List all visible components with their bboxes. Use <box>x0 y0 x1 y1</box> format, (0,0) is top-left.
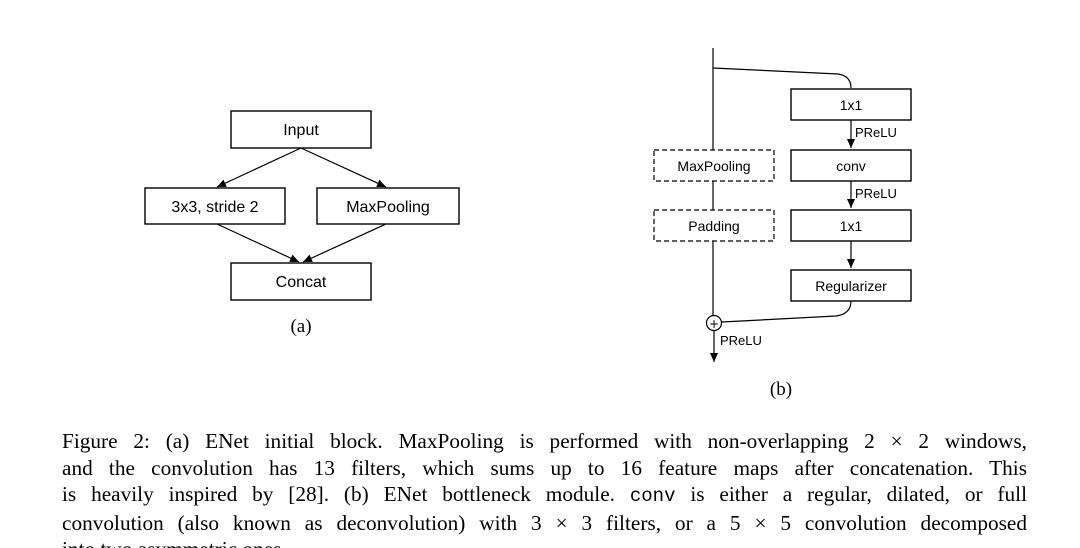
maxpooling-node-label: MaxPooling <box>346 199 430 216</box>
input-node-label: Input <box>283 122 319 139</box>
figure-a-initial-block: Input 3x3, stride 2 MaxPooling Concat (a… <box>144 110 460 337</box>
caption-line-2: and the convolution has 13 filters, whic… <box>62 455 1027 480</box>
extension-merge-line <box>721 300 852 323</box>
caption-line-3a: is heavily inspired by [28]. (b) ENet bo… <box>62 482 630 507</box>
arrow-input-to-maxpooling <box>300 147 387 188</box>
sum-node: + <box>705 314 723 332</box>
figure-a-sublabel: (a) <box>290 316 311 337</box>
arrow-input-to-conv <box>216 147 302 188</box>
prelu-label-1: PReLU <box>855 125 897 140</box>
sum-symbol: + <box>709 317 719 331</box>
conv-3x3-stride-2-node: 3x3, stride 2 <box>144 187 286 225</box>
concat-node: Concat <box>230 262 372 301</box>
caption-line-1: Figure 2: (a) ENet initial block. MaxPoo… <box>62 429 1027 453</box>
padding-dashed-node: Padding <box>653 209 775 242</box>
regularizer-node: Regularizer <box>790 269 912 302</box>
input-node: Input <box>230 110 372 149</box>
concat-node-label: Concat <box>276 274 327 291</box>
conv-1x1-top-label: 1x1 <box>840 97 863 113</box>
prelu-label-out: PReLU <box>720 333 762 348</box>
arrow-maxpooling-to-concat <box>302 223 387 263</box>
maxpooling-dashed-node: MaxPooling <box>653 149 775 182</box>
conv-1x1-top-node: 1x1 <box>790 88 912 121</box>
figure-b-sublabel: (b) <box>770 379 792 400</box>
caption-line-4: convolution (also known as deconvolution… <box>62 510 1027 535</box>
caption-line-3: is heavily inspired by [28]. (b) ENet bo… <box>62 481 1027 510</box>
conv-node-label: 3x3, stride 2 <box>171 199 258 216</box>
conv-node: conv <box>790 149 912 182</box>
extension-branch-line <box>712 67 852 89</box>
maxpooling-node: MaxPooling <box>316 187 460 225</box>
maxpooling-dashed-label: MaxPooling <box>677 158 750 174</box>
caption-line-5: into two asymmetric ones. <box>62 536 1027 548</box>
conv-node-label-b: conv <box>836 158 866 174</box>
conv-1x1-bottom-node: 1x1 <box>790 209 912 242</box>
figure-b-bottleneck-module: 1x1 PReLU conv PReLU 1x1 Regularizer Max… <box>653 48 912 400</box>
arrow-conv-to-concat <box>216 223 300 263</box>
prelu-label-2: PReLU <box>855 186 897 201</box>
padding-dashed-label: Padding <box>688 218 739 234</box>
regularizer-node-label: Regularizer <box>815 278 887 294</box>
figure-caption: Figure 2: (a) ENet initial block. MaxPoo… <box>62 428 1027 548</box>
conv-1x1-bottom-label: 1x1 <box>840 218 863 234</box>
caption-code-conv: conv <box>629 485 676 508</box>
caption-line-3b: is either a regular, dilated, or full <box>675 482 1027 507</box>
